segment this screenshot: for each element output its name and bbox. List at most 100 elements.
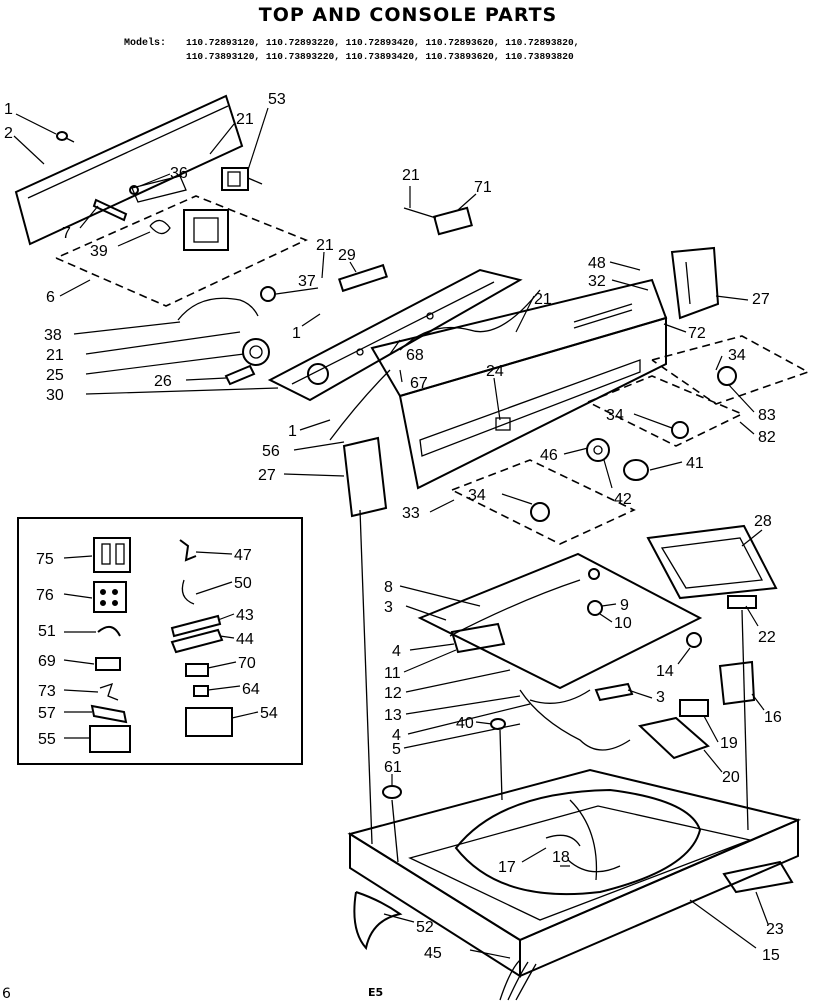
callout-76: 76 (36, 587, 54, 604)
callout-46: 46 (540, 447, 558, 464)
callout-3-right: 3 (656, 689, 665, 706)
guide-line-left (359, 509, 373, 845)
callout-61: 61 (384, 759, 402, 776)
wire-52 (353, 891, 403, 951)
transformer-39 (149, 209, 229, 251)
callout-68: 68 (406, 347, 424, 364)
callout-38: 38 (44, 327, 62, 344)
callout-14: 14 (656, 663, 674, 680)
page-number-center: E5 (368, 986, 384, 999)
callout-43: 43 (236, 607, 254, 624)
knob-34-right (717, 366, 737, 386)
switch-19 (679, 699, 709, 717)
callout-16: 16 (764, 709, 782, 726)
terminal-70 (185, 663, 209, 677)
water-valve-20 (637, 716, 710, 760)
callout-12: 12 (384, 685, 402, 702)
callout-17: 17 (498, 859, 516, 876)
page-title: TOP AND CONSOLE PARTS (258, 4, 558, 26)
cabinet-top-15 (347, 768, 802, 978)
callout-36: 36 (170, 165, 188, 182)
callout-39: 39 (90, 243, 108, 260)
callout-29: 29 (338, 247, 356, 264)
callout-73: 73 (38, 683, 56, 700)
callout-69: 69 (38, 653, 56, 670)
rod-29 (338, 263, 388, 293)
dashed-box-82 (587, 375, 744, 447)
callout-25: 25 (46, 367, 64, 384)
callout-11: 11 (384, 665, 401, 682)
callout-55: 55 (38, 731, 56, 748)
models-list-line-1: 110.72893120, 110.72893220, 110.72893420… (186, 37, 580, 48)
callout-70: 70 (238, 655, 256, 672)
callout-21: 21 (236, 111, 254, 128)
bracket-26 (224, 364, 256, 386)
console-frame-30 (267, 268, 523, 402)
switch-25 (242, 338, 270, 366)
connector-76 (93, 581, 127, 613)
switch-wiring-38 (177, 297, 259, 321)
callout-1-mid: 1 (292, 325, 301, 342)
leader-lines (13, 107, 769, 959)
callout-3-left: 3 (384, 599, 393, 616)
callout-27-left: 27 (258, 467, 276, 484)
models-label: Models: (124, 38, 167, 49)
hinge-pin-3 (594, 682, 634, 702)
callout-30: 30 (46, 387, 64, 404)
lid-switch-16 (718, 660, 756, 706)
screw-1 (56, 131, 75, 143)
callout-8: 8 (384, 579, 393, 596)
callout-34-middle: 34 (606, 407, 624, 424)
bumper-22 (727, 595, 757, 609)
callout-57: 57 (38, 705, 56, 722)
callout-33: 33 (402, 505, 420, 522)
callout-15: 15 (762, 947, 780, 964)
callout-22: 22 (758, 629, 776, 646)
callout-44: 44 (236, 631, 254, 648)
hinge-4-11 (450, 622, 506, 654)
callout-4-lower: 4 (392, 727, 401, 744)
fuse-64 (193, 685, 209, 697)
callout-37: 37 (298, 273, 316, 290)
clip-47 (179, 539, 197, 562)
callout-47: 47 (234, 547, 252, 564)
callout-21-switch: 21 (46, 347, 64, 364)
spring-50 (181, 579, 195, 605)
callout-19: 19 (720, 735, 738, 752)
callout-56: 56 (262, 443, 280, 460)
callout-13: 13 (384, 707, 402, 724)
dashed-box-83 (651, 335, 810, 405)
callout-32: 32 (588, 273, 606, 290)
callout-2: 2 (4, 125, 13, 142)
callout-34-bottom: 34 (468, 487, 486, 504)
end-cap-27-left (342, 436, 388, 518)
callout-50: 50 (234, 575, 252, 592)
callout-6: 6 (46, 289, 55, 306)
callout-10: 10 (614, 615, 632, 632)
guide-line-right (741, 609, 749, 831)
callout-34-right: 34 (728, 347, 746, 364)
relay-75 (93, 537, 131, 573)
callout-7: 7 (62, 225, 71, 242)
callout-1-lower: 1 (288, 423, 297, 440)
terminal-69 (95, 657, 121, 671)
callout-52: 52 (416, 919, 434, 936)
top-panel-8 (417, 552, 703, 690)
knob-34-middle (671, 421, 689, 439)
callout-27-right: 27 (752, 291, 770, 308)
inset-parts-box (17, 517, 303, 765)
callout-28: 28 (754, 513, 772, 530)
callout-26: 26 (154, 373, 172, 390)
bracket-23 (722, 860, 794, 894)
callout-83: 83 (758, 407, 776, 424)
callout-1: 1 (4, 101, 13, 118)
callout-75: 75 (36, 551, 54, 568)
lid-hinge-28 (646, 524, 778, 600)
strip-57 (90, 704, 128, 724)
knob-34-bottom (530, 502, 550, 522)
callout-21-rod: 21 (316, 237, 334, 254)
callout-20: 20 (722, 769, 740, 786)
terminal-7 (92, 198, 128, 222)
callout-64: 64 (242, 681, 260, 698)
callout-21-console: 21 (534, 291, 552, 308)
